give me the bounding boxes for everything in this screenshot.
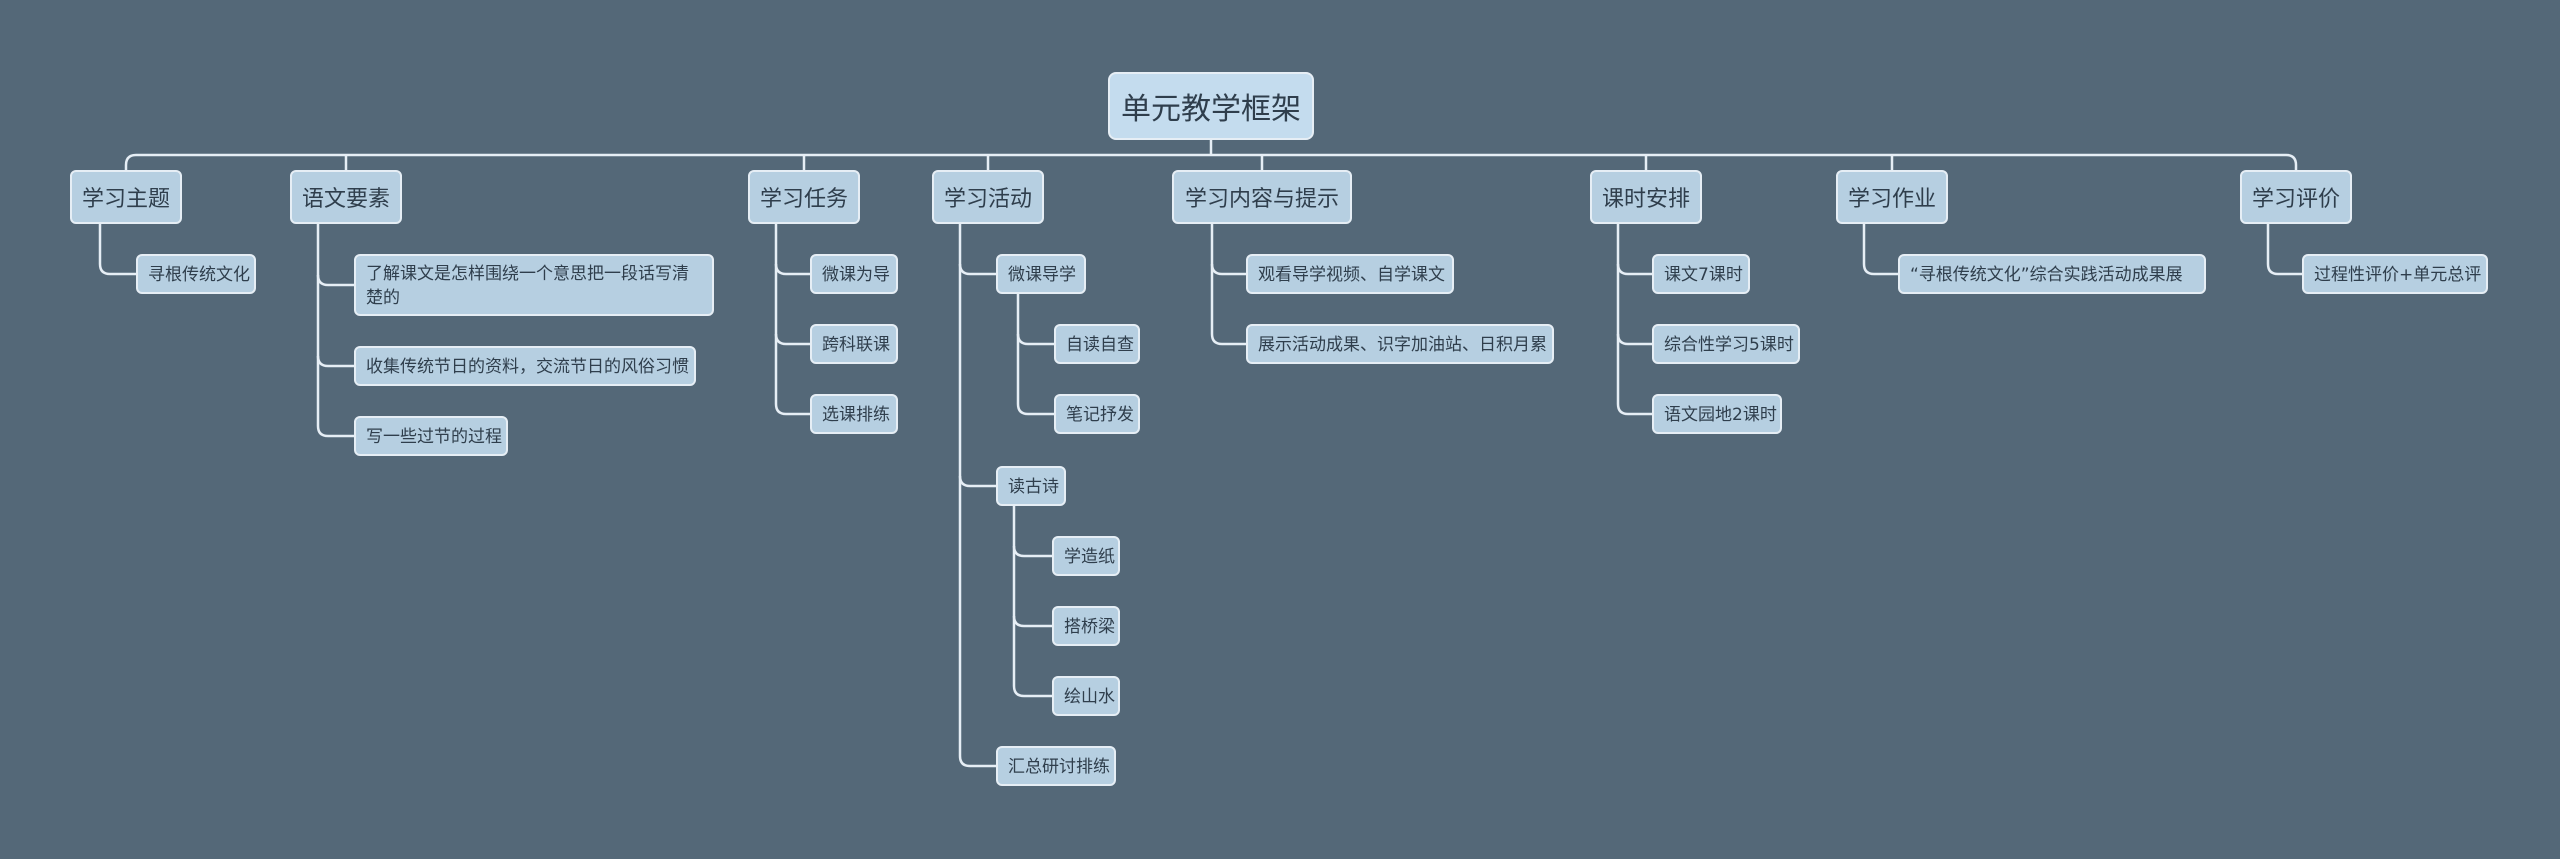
connector-content-spine — [1210, 224, 1246, 346]
connector-elements-elbow-0 — [316, 274, 354, 287]
branch-evaluation[interactable]: 学习评价 — [2240, 170, 2352, 224]
connector-activity-2-spine — [1012, 506, 1052, 698]
connector-activity-1-elbow-0 — [1016, 333, 1054, 346]
connector-elements-spine — [316, 224, 354, 438]
leaf-element-2[interactable]: 收集传统节日的资料，交流节日的风俗习惯 — [354, 346, 696, 386]
leaf-homework-1[interactable]: “寻根传统文化”综合实践活动成果展 — [1898, 254, 2206, 294]
connector-content-elbow-0 — [1210, 263, 1246, 276]
leaf-element-1[interactable]: 了解课文是怎样围绕一个意思把一段话写清楚的 — [354, 254, 714, 316]
branch-learning-tasks[interactable]: 学习任务 — [748, 170, 860, 224]
leaf-activity-2-2[interactable]: 搭桥梁 — [1052, 606, 1120, 646]
leaf-activity-1-2[interactable]: 笔记抒发 — [1054, 394, 1140, 434]
leaf-activity-3[interactable]: 汇总研讨排练 — [996, 746, 1116, 786]
branch-learning-content[interactable]: 学习内容与提示 — [1172, 170, 1352, 224]
branch-homework[interactable]: 学习作业 — [1836, 170, 1948, 224]
leaf-schedule-3[interactable]: 语文园地2课时 — [1652, 394, 1782, 434]
leaf-activity-1-1[interactable]: 自读自查 — [1054, 324, 1140, 364]
branch-class-schedule[interactable]: 课时安排 — [1590, 170, 1702, 224]
connector-activities-elbow-0 — [958, 263, 996, 276]
leaf-schedule-2[interactable]: 综合性学习5课时 — [1652, 324, 1800, 364]
connector-theme-spine — [98, 224, 136, 276]
connector-schedule-elbow-1 — [1616, 333, 1652, 346]
connector-activity-1-spine — [1016, 294, 1054, 416]
leaf-activity-2[interactable]: 读古诗 — [996, 466, 1066, 506]
connector-schedule-spine — [1616, 224, 1652, 416]
branch-learning-theme[interactable]: 学习主题 — [70, 170, 182, 224]
leaf-schedule-1[interactable]: 课文7课时 — [1652, 254, 1750, 294]
connector-activity-2-elbow-1 — [1012, 615, 1052, 628]
leaf-content-2[interactable]: 展示活动成果、识字加油站、日积月累 — [1246, 324, 1554, 364]
leaf-task-1[interactable]: 微课为导 — [810, 254, 898, 294]
connector-tasks-spine — [774, 224, 810, 416]
leaf-evaluation-1[interactable]: 过程性评价+单元总评 — [2302, 254, 2488, 294]
connector-homework-spine — [1862, 224, 1898, 276]
connector-activity-2-elbow-0 — [1012, 545, 1052, 558]
leaf-activity-2-1[interactable]: 学造纸 — [1052, 536, 1120, 576]
branch-language-elements[interactable]: 语文要素 — [290, 170, 402, 224]
branch-learning-activities[interactable]: 学习活动 — [932, 170, 1044, 224]
connector-activities-elbow-1 — [958, 475, 996, 488]
leaf-task-3[interactable]: 选课排练 — [810, 394, 898, 434]
leaf-task-2[interactable]: 跨科联课 — [810, 324, 898, 364]
leaf-content-1[interactable]: 观看导学视频、自学课文 — [1246, 254, 1454, 294]
connector-tasks-elbow-1 — [774, 333, 810, 346]
connector-tasks-elbow-0 — [774, 263, 810, 276]
leaf-activity-2-3[interactable]: 绘山水 — [1052, 676, 1120, 716]
connector-elements-elbow-1 — [316, 355, 354, 368]
connector-evaluation-spine — [2266, 224, 2302, 276]
connector-activities-spine — [958, 224, 996, 768]
root-node[interactable]: 单元教学框架 — [1108, 72, 1314, 140]
leaf-element-3[interactable]: 写一些过节的过程 — [354, 416, 508, 456]
connector-schedule-elbow-0 — [1616, 263, 1652, 276]
connector-bus — [124, 153, 2298, 170]
leaf-theme-1[interactable]: 寻根传统文化 — [136, 254, 256, 294]
leaf-activity-1[interactable]: 微课导学 — [996, 254, 1086, 294]
